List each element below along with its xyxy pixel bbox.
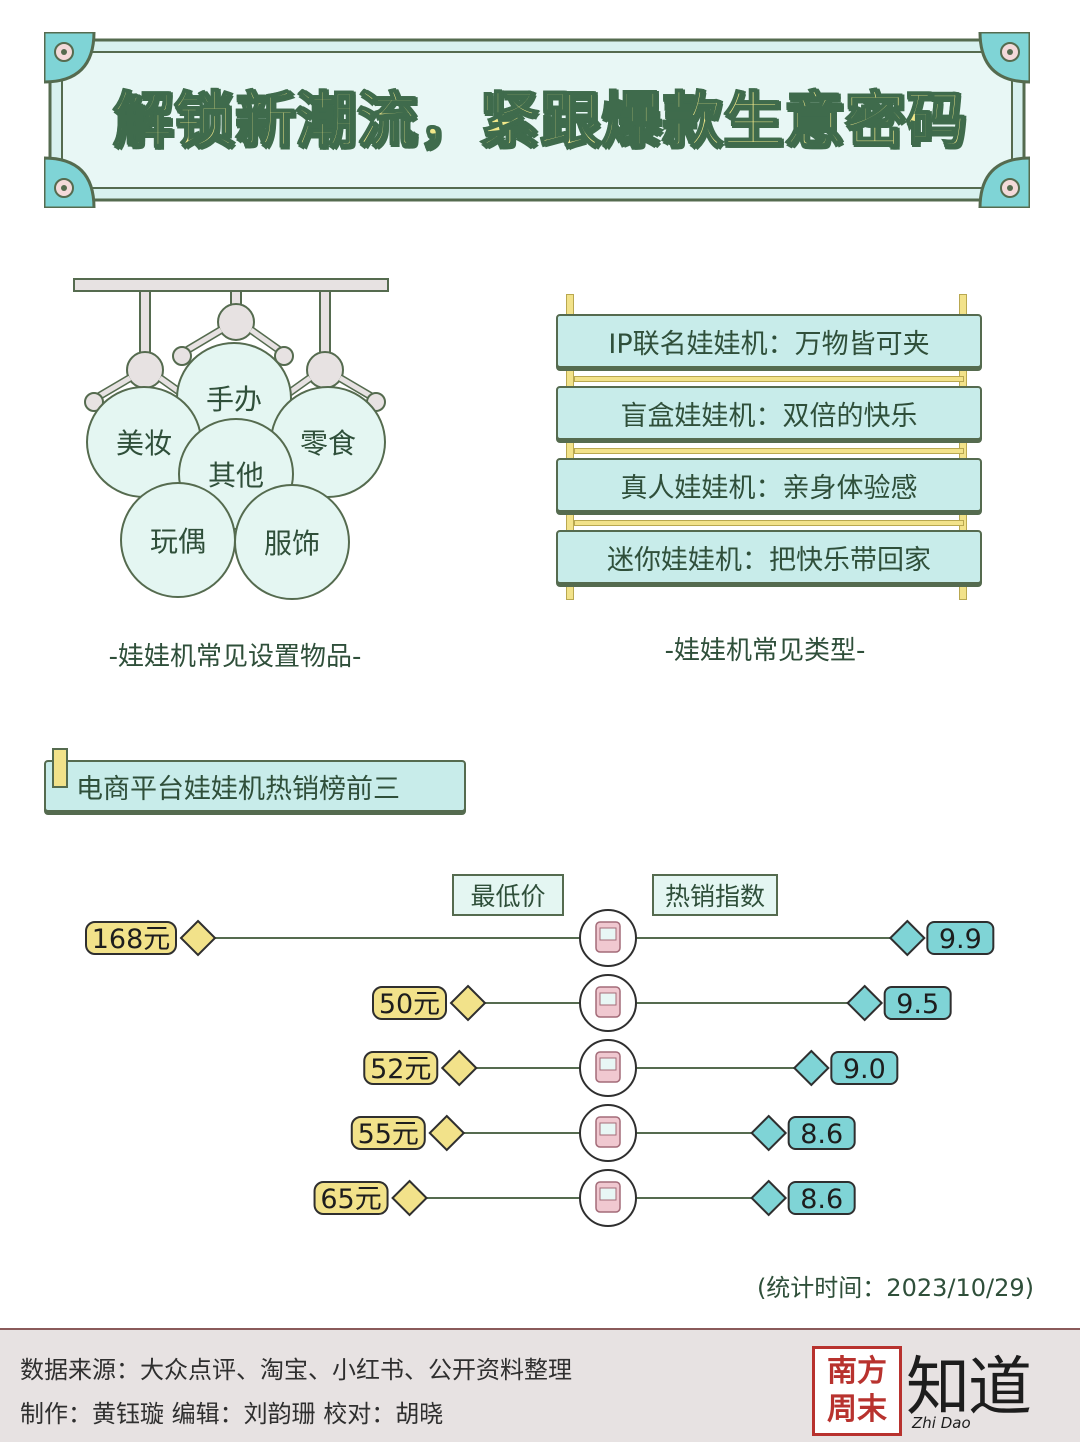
index-diamond [750,1114,788,1152]
ladder-rung [574,520,964,526]
price-diamond [428,1114,466,1152]
items-caption: -娃娃机常见设置物品- [108,642,362,672]
price-pill [350,1116,426,1150]
price-pill [313,1181,389,1215]
price-label: 65元 [320,1184,381,1215]
claw-illustration [73,278,389,412]
ladder-rung [574,376,964,382]
ladder-pole [566,294,574,600]
price-pill [363,1051,439,1085]
price-pill [372,986,447,1020]
item-bubble: 玩偶 [120,482,236,598]
ranking-chart: 168元 9.9 50元 9.5 52元 9.0 55元 8.6 65元 8.6 [85,909,995,1227]
index-diamond [792,1049,830,1087]
newspaper-seal-logo: 南方周末 [812,1346,902,1436]
type-board: IP联名娃娃机：万物皆可夹 [556,314,982,368]
index-pill [787,1116,856,1150]
credits: 制作：黄钰璇 编辑：刘韵珊 校对：胡晓 [20,1400,444,1428]
index-pill [926,921,995,955]
section-flag [52,748,68,788]
section-title: 电商平台娃娃机热销榜前三 [76,773,400,805]
type-board: 真人娃娃机：亲身体验感 [556,458,982,512]
index-pill [883,986,952,1020]
price-label: 52元 [370,1054,431,1085]
price-label: 50元 [379,989,440,1020]
ladder-rung [574,448,964,454]
index-diamond [750,1179,788,1217]
page-title: 解锁新潮流，紧跟爆款生意密码 [112,85,967,157]
index-label: 9.5 [896,989,939,1020]
price-pill [85,921,177,955]
claw-machine-window [599,927,617,941]
header-min-price: 最低价 [452,874,564,916]
index-pill [830,1051,899,1085]
price-diamond [391,1179,428,1217]
index-diamond [888,919,926,957]
index-pill [787,1181,856,1215]
type-board: 盲盒娃娃机：双倍的快乐 [556,386,982,440]
section-header: 电商平台娃娃机热销榜前三 [44,760,466,812]
zhidao-logo: 知道 [906,1351,1032,1425]
price-diamond [440,1049,478,1087]
data-source: 数据来源：大众点评、淘宝、小红书、公开资料整理 [20,1356,572,1384]
index-label: 9.0 [843,1054,886,1085]
title-banner [44,32,1030,208]
zhidao-logo-sub: Zhi Dao [912,1414,971,1432]
index-label: 8.6 [800,1184,843,1215]
price-label: 55元 [358,1119,419,1150]
claw-machine-window [599,1122,617,1136]
type-board: 迷你娃娃机：把快乐带回家 [556,530,982,584]
claw-machine-window [599,992,617,1006]
price-diamond [449,984,487,1022]
price-label: 168元 [92,924,171,955]
footer: 数据来源：大众点评、淘宝、小红书、公开资料整理 制作：黄钰璇 编辑：刘韵珊 校对… [0,1328,1080,1442]
price-diamond [179,919,217,957]
index-diamond [846,984,884,1022]
claw-machine-window [599,1187,617,1201]
index-label: 8.6 [800,1119,843,1150]
types-caption: -娃娃机常见类型- [664,636,866,666]
ladder-pole [959,294,967,600]
index-label: 9.9 [939,924,982,955]
header-hot-index: 热销指数 [652,874,778,916]
item-bubble: 服饰 [234,484,350,600]
stat-time: (统计时间：2023/10/29) [756,1274,1034,1302]
claw-machine-window [599,1057,617,1071]
